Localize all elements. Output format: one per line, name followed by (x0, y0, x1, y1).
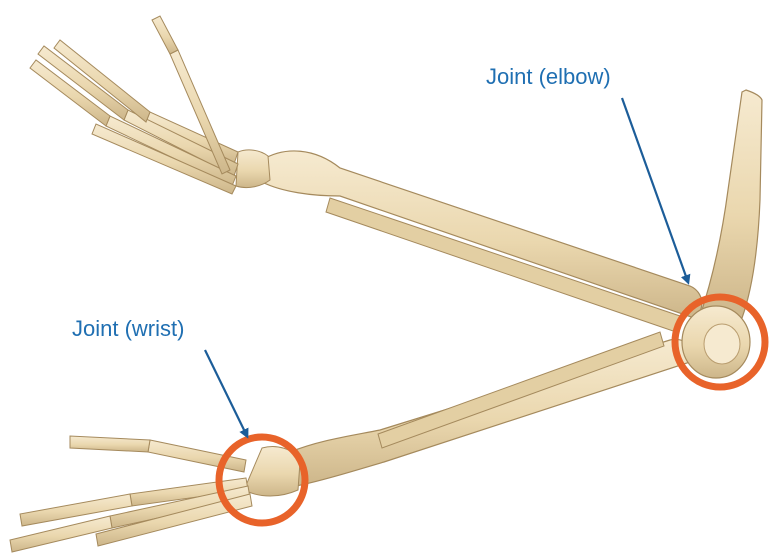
wrist-arrow-icon (205, 350, 247, 436)
elbow-joint-bones (682, 306, 750, 378)
elbow-arrow-icon (622, 98, 688, 282)
upper-hand-bones (30, 16, 270, 194)
upper-forearm-bones (262, 151, 702, 332)
wrist-joint-label: Joint (wrist) (72, 316, 184, 342)
humerus-bone (700, 90, 762, 318)
lower-hand-bones (10, 436, 300, 552)
lower-forearm-bones (290, 332, 692, 486)
elbow-joint-label: Joint (elbow) (486, 64, 611, 90)
